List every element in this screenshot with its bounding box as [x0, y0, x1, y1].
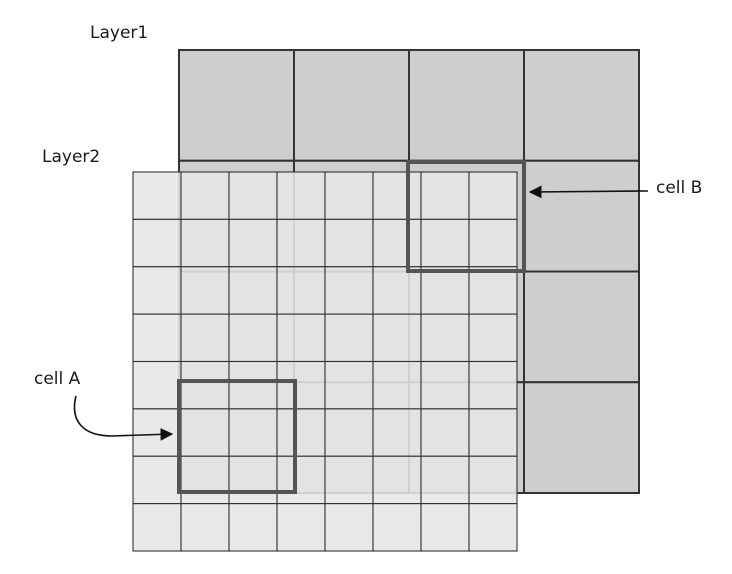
layer2-cell — [372, 408, 422, 457]
layer2-cell — [468, 408, 518, 457]
layer2-cell — [372, 360, 422, 410]
layer2-cell — [276, 218, 326, 268]
layer2-cell — [324, 266, 374, 315]
layer2-cell — [372, 503, 422, 552]
layer2-cell — [228, 360, 278, 410]
cell-b-highlight — [406, 160, 526, 273]
layer1-cell — [408, 49, 525, 162]
layer2-cell — [180, 455, 230, 505]
layer2-cell — [228, 503, 278, 552]
layer2-cell — [180, 360, 230, 410]
layer2-cell — [276, 360, 326, 410]
layer2-cell — [180, 313, 230, 363]
layer2-grid — [132, 171, 518, 552]
layer2-cell — [228, 455, 278, 505]
layer2-cell — [228, 218, 278, 268]
layer2-cell — [324, 503, 374, 552]
layer2-cell — [420, 171, 470, 220]
layer2-cell — [276, 171, 326, 220]
layer1-cell — [523, 381, 640, 494]
layer2-cell — [132, 455, 182, 505]
layer2-cell — [324, 360, 374, 410]
layer2-cell — [132, 218, 182, 268]
layer2-label: Layer2 — [42, 147, 100, 167]
layer1-cell — [523, 159, 640, 273]
layer2-cell — [324, 455, 374, 505]
layer2-cell — [468, 455, 518, 505]
layer2-cell — [372, 218, 422, 268]
layer2-cell — [468, 266, 518, 315]
layer2-cell — [276, 503, 326, 552]
layer2-cell — [468, 171, 518, 220]
layer2-cell — [468, 313, 518, 363]
layer2-cell — [180, 171, 230, 220]
layer2-cell — [228, 171, 278, 220]
layer2-cell — [372, 313, 422, 363]
cell-b-label: cell B — [656, 178, 702, 198]
layer2-cell — [372, 171, 422, 220]
layer2-cell — [132, 171, 182, 220]
layer2-cell — [228, 266, 278, 315]
layer2-cell — [132, 313, 182, 363]
layer2-cell — [324, 313, 374, 363]
layer2-cell — [420, 218, 470, 268]
layer2-cell — [276, 266, 326, 315]
layer1-label: Layer1 — [90, 23, 148, 43]
layer2-cell — [324, 171, 374, 220]
layer2-cell — [420, 408, 470, 457]
layer2-cell — [276, 313, 326, 363]
layer2-cell — [468, 360, 518, 410]
layer2-cell — [180, 503, 230, 552]
layer2-cell — [180, 218, 230, 268]
layer1-cell — [523, 49, 640, 162]
cell-a-highlight — [177, 379, 297, 494]
layer2-cell — [132, 408, 182, 457]
layer2-cell — [276, 455, 326, 505]
layer2-cell — [180, 266, 230, 315]
layer2-cell — [420, 360, 470, 410]
cell-a-arrow — [73, 395, 174, 441]
layer2-cell — [228, 408, 278, 457]
layer2-cell — [324, 218, 374, 268]
layer2-cell — [324, 408, 374, 457]
layer1-cell — [293, 49, 410, 162]
layer2-cell — [468, 218, 518, 268]
layer2-cell — [420, 313, 470, 363]
layer2-cell — [372, 455, 422, 505]
layer2-cell — [132, 503, 182, 552]
layer2-cell — [420, 455, 470, 505]
layer2-cell — [132, 266, 182, 315]
layer2-cell — [180, 408, 230, 457]
layer2-cell — [420, 266, 470, 315]
layer2-cell — [372, 266, 422, 315]
layer2-cell — [228, 313, 278, 363]
layer2-cell — [132, 360, 182, 410]
layer1-cell — [178, 49, 295, 162]
layer2-cell — [276, 408, 326, 457]
cell-a-label: cell A — [34, 369, 81, 389]
layer2-cell — [420, 503, 470, 552]
layer2-cell — [468, 503, 518, 552]
layer1-cell — [523, 270, 640, 384]
cell-b-arrow — [528, 185, 649, 199]
